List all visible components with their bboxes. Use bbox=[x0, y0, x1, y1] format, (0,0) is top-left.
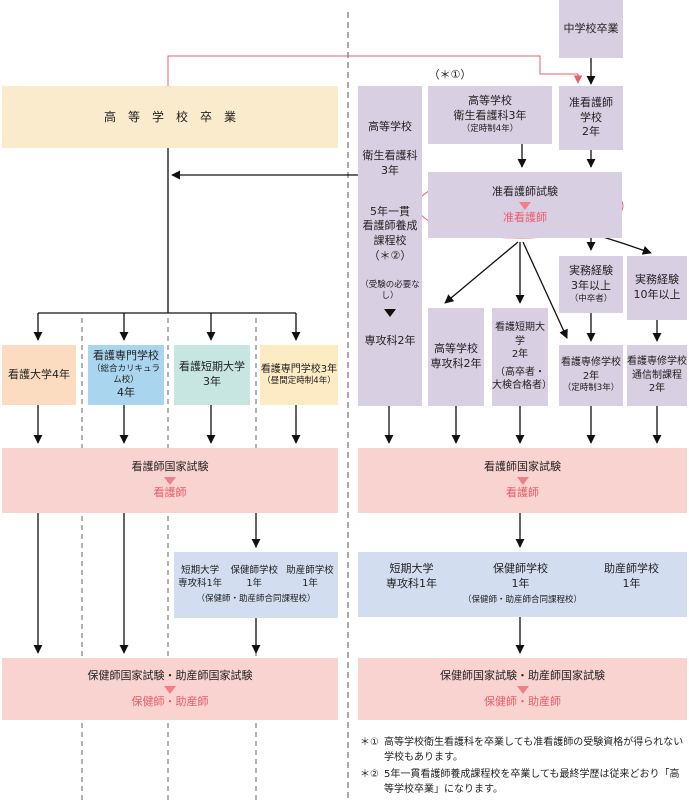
jc2-box: 看護短期大学 2年 （高卒者・ 大検合格者） bbox=[492, 308, 552, 406]
down-triangle-icon bbox=[164, 685, 176, 694]
exp3-box: 実務経験 3年以上 （中卒者） bbox=[559, 256, 623, 313]
red-connector bbox=[167, 55, 578, 86]
hs-eisei-3yr-box: 高等学校 衛生看護科3年 （定時制4年） bbox=[428, 86, 552, 144]
junior-high-grad-box: 中学校卒業 bbox=[559, 0, 623, 58]
down-triangle-icon bbox=[516, 477, 529, 485]
high-school-grad-box: 高 等 学 校 卒 業 bbox=[2, 86, 338, 148]
senmon-3yr-box: 看護専門学校3年 （昼間定時制4年） bbox=[260, 345, 338, 405]
exp10-box: 実務経験 10年以上 bbox=[627, 256, 687, 320]
hs-eisei-box: 高等学校 衛生看護科 3年 5年一貫 看護師養成 課程校 （＊②） （受験の必要… bbox=[358, 86, 422, 406]
high-school-grad-label: 高 等 学 校 卒 業 bbox=[103, 109, 236, 124]
assoc-school-box: 准看護師 学校 2年 bbox=[559, 86, 623, 150]
junior-college-box: 看護短期大学 3年 bbox=[174, 345, 250, 405]
right-nurse-exam-box: 看護師国家試験 看護師 bbox=[358, 448, 687, 513]
right-phn-exam-box: 保健師国家試験・助産師国家試験 保健師・助産師 bbox=[358, 658, 687, 720]
footnote-2: ＊② 5年一貫看護師養成課程校を卒業しても最終学歴は従来どおり「高等学校卒業」に… bbox=[360, 769, 680, 795]
down-triangle-icon bbox=[384, 308, 396, 317]
down-triangle-icon bbox=[164, 477, 176, 485]
junior-high-grad-label: 中学校卒業 bbox=[563, 21, 619, 35]
footnote-1: ＊① 高等学校衛生看護科を卒業しても准看護師の受験資格が得られない学校もあります… bbox=[360, 737, 684, 763]
hs-senkou-box: 高等学校 専攻科2年 bbox=[428, 308, 484, 406]
down-triangle-icon bbox=[519, 201, 531, 210]
left-phn-exam-box: 保健師国家試験・助産師国家試験 保健師・助産師 bbox=[2, 658, 338, 720]
left-nurse-exam-box: 看護師国家試験 看護師 bbox=[2, 448, 338, 513]
note-marker: （＊①） bbox=[428, 67, 472, 81]
down-triangle-icon bbox=[516, 685, 529, 694]
assoc-exam-box: 准看護師試験 准看護師 bbox=[428, 172, 622, 238]
shugaku2-box: 看護専修学校 2年 （定時制3年） bbox=[559, 345, 623, 406]
tsushin-box: 看護専修学校 通信制課程 2年 bbox=[627, 345, 687, 406]
univ-box: 看護大学4年 bbox=[2, 345, 76, 405]
senmon-integrated-box: 看護専門学校 （総合カリキュラム校） 4年 bbox=[88, 345, 164, 405]
